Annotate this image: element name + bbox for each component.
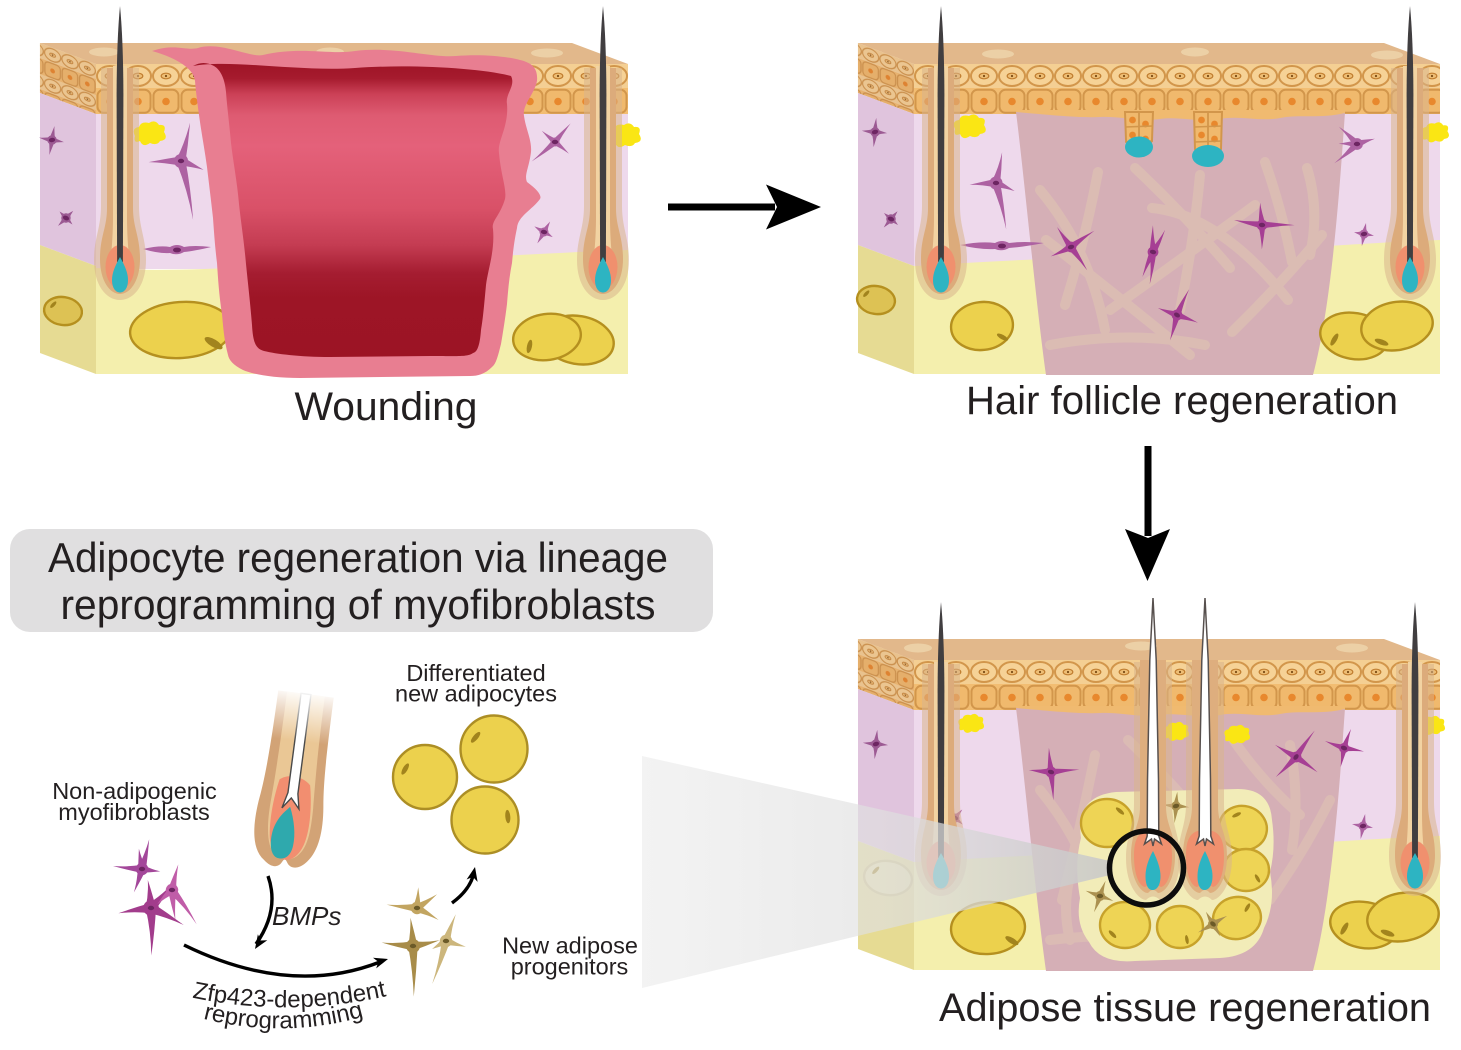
svg-text:Wounding: Wounding xyxy=(295,385,478,429)
svg-text:BMPs: BMPs xyxy=(272,901,341,931)
svg-text:new adipocytes: new adipocytes xyxy=(395,681,557,707)
svg-text:Non-adipogenic: Non-adipogenic xyxy=(52,778,217,804)
svg-text:reprogramming of myofibroblast: reprogramming of myofibroblasts xyxy=(61,581,656,628)
svg-text:New adipose: New adipose xyxy=(502,933,638,959)
svg-text:Differentiated: Differentiated xyxy=(406,660,545,686)
svg-text:progenitors: progenitors xyxy=(511,954,629,980)
svg-text:myofibroblasts: myofibroblasts xyxy=(58,799,210,825)
svg-text:Adipocyte regeneration via lin: Adipocyte regeneration via lineage xyxy=(48,534,668,581)
svg-text:Hair follicle regeneration: Hair follicle regeneration xyxy=(966,379,1398,423)
svg-text:Adipose tissue regeneration: Adipose tissue regeneration xyxy=(939,986,1431,1030)
